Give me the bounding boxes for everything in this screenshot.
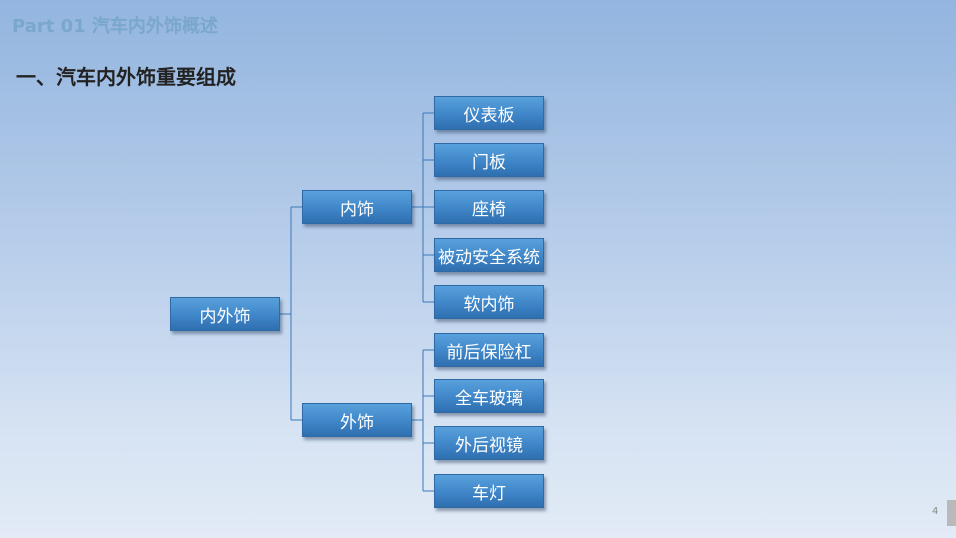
connector-exterior (412, 349, 434, 492)
node-root: 内外饰 (170, 297, 280, 331)
node-interior: 内饰 (302, 190, 412, 224)
node-interior-item: 仪表板 (434, 96, 544, 130)
node-interior-item: 软内饰 (434, 285, 544, 319)
node-interior-item: 被动安全系统 (434, 238, 544, 272)
node-exterior-item: 前后保险杠 (434, 333, 544, 367)
connector-interior (412, 112, 434, 303)
connector-root (280, 206, 302, 421)
page-tab (947, 500, 956, 526)
node-exterior-item: 外后视镜 (434, 426, 544, 460)
node-exterior: 外饰 (302, 403, 412, 437)
header-title: Part 01 汽车内外饰概述 (12, 16, 218, 37)
node-exterior-item: 全车玻璃 (434, 379, 544, 413)
node-interior-item: 门板 (434, 143, 544, 177)
section-title: 一、汽车内外饰重要组成 (16, 65, 236, 89)
page-number: 4 (932, 506, 939, 517)
node-interior-item: 座椅 (434, 190, 544, 224)
node-exterior-item: 车灯 (434, 474, 544, 508)
